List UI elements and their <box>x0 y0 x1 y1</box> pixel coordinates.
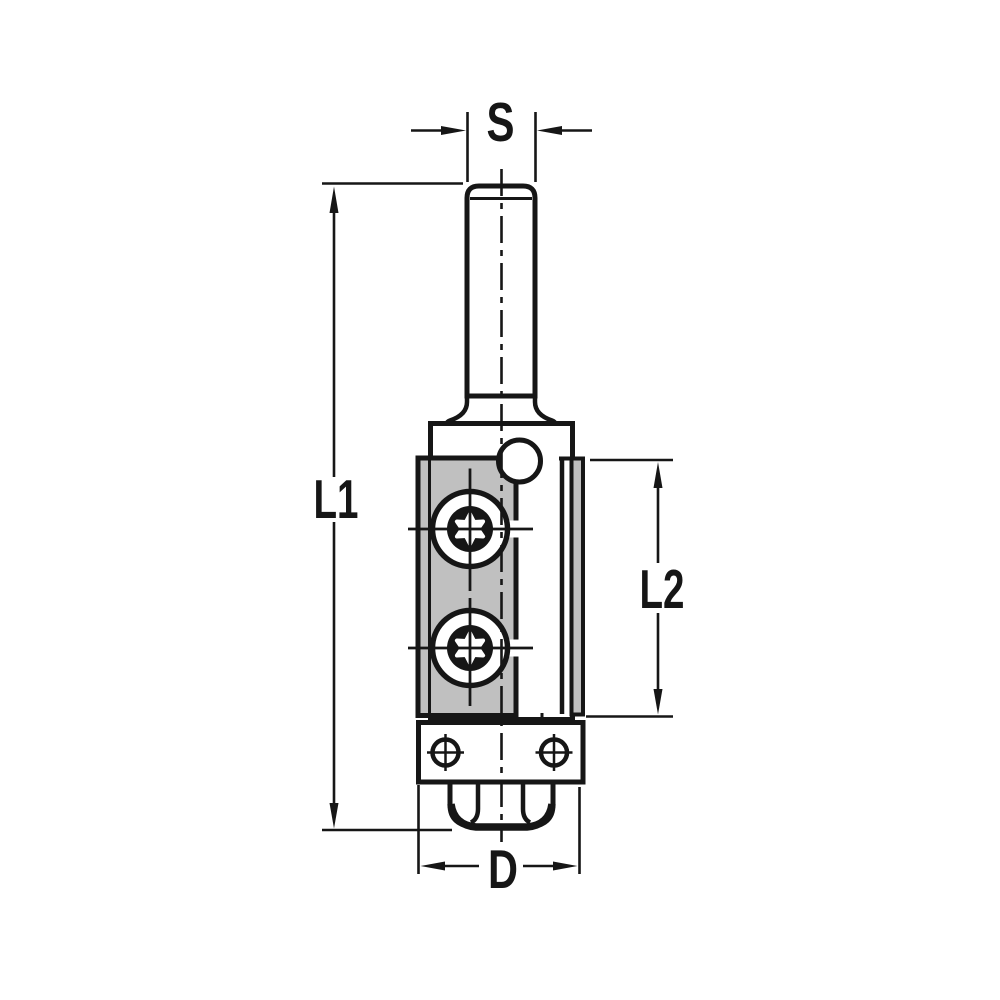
dim-label-d: D <box>488 838 518 900</box>
dimension-l1: L1 <box>314 182 463 832</box>
nut-facet-lines <box>469 783 532 825</box>
screw-crosshair <box>408 468 533 591</box>
extension-lines <box>322 182 463 832</box>
dim-label-l2: L2 <box>640 558 685 620</box>
flange-joint-ticks <box>470 713 544 722</box>
clamp-screw-top <box>408 468 533 591</box>
shank <box>464 183 538 399</box>
screw-crosshair <box>408 598 533 706</box>
dimension-s: S <box>411 91 592 182</box>
arrow-right-icon <box>553 861 578 871</box>
arrow-left-icon <box>420 861 445 871</box>
hole-crosshair <box>427 734 464 771</box>
extension-lines <box>466 112 537 182</box>
arrow-right-icon <box>441 126 466 135</box>
dimension-l2: L2 <box>586 458 685 718</box>
arrow-down-icon <box>653 689 663 715</box>
body-top-hole <box>496 437 543 485</box>
arrow-up-icon <box>329 186 339 213</box>
arrow-up-icon <box>653 462 663 488</box>
hole-crosshair <box>535 734 573 771</box>
dimension-d: D <box>417 785 581 900</box>
insert-knife-edge <box>559 456 585 717</box>
dim-label-l1: L1 <box>314 468 359 530</box>
extension-lines <box>586 458 673 718</box>
arrow-down-icon <box>329 803 339 829</box>
clamp-screw-bottom <box>408 598 533 706</box>
extension-lines <box>417 785 581 874</box>
arrow-left-icon <box>537 126 562 135</box>
dim-label-s: S <box>487 91 515 153</box>
